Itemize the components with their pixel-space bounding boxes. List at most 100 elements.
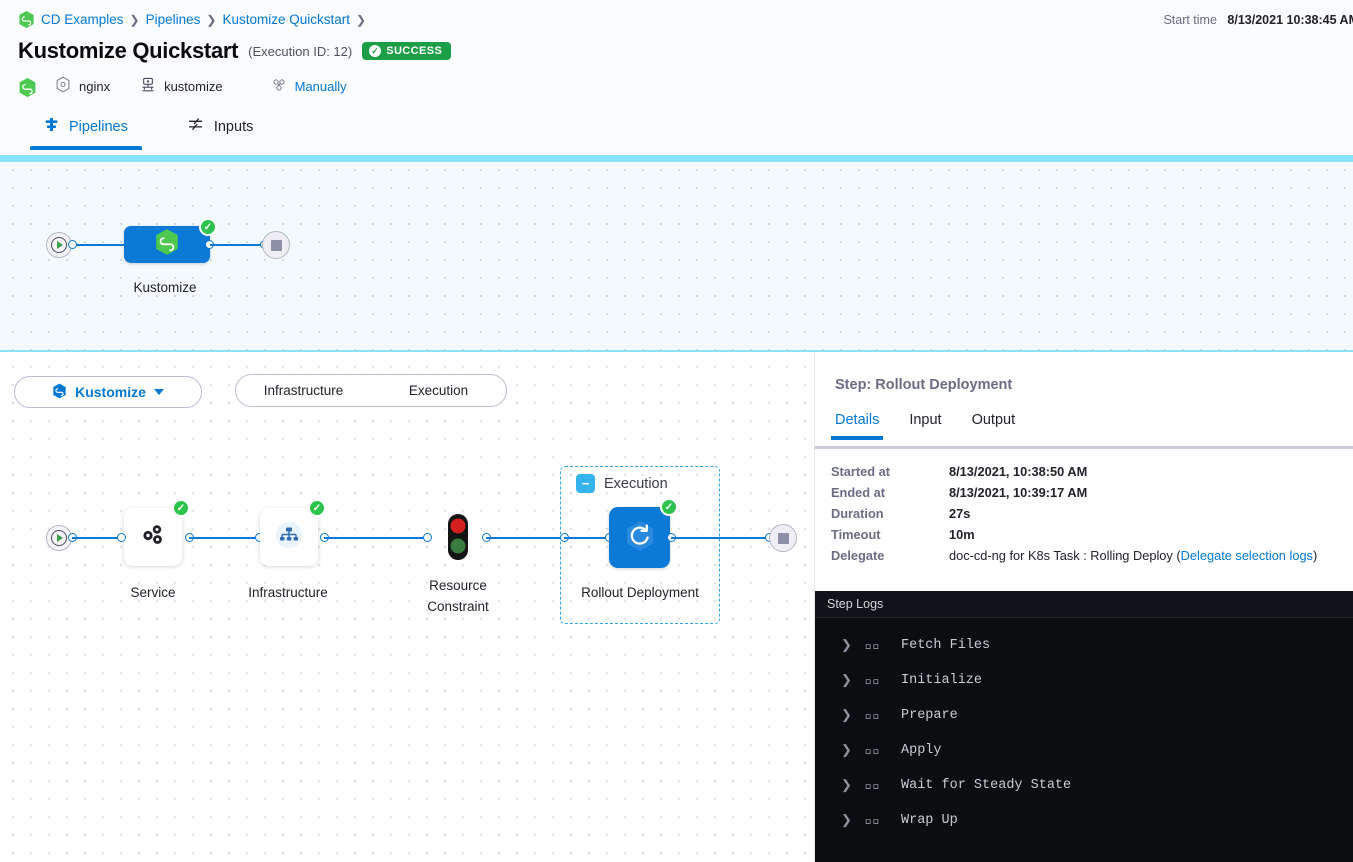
log-row[interactable]: ❯ ✓⃝ Apply	[815, 733, 1353, 768]
meta-service-label: nginx	[79, 78, 111, 94]
pipeline-stop-node[interactable]	[262, 231, 290, 259]
stage-node-infrastructure-label: Infrastructure	[248, 585, 328, 600]
log-row[interactable]: ❯ ✓⃝ Wait for Steady State	[815, 768, 1353, 803]
stage-edge-dot	[117, 533, 126, 542]
stage-node-rollout-deployment[interactable]: ✓	[609, 498, 678, 568]
detail-value: 8/13/2021, 10:38:50 AM	[949, 464, 1088, 479]
step-panel-title: Step: Rollout Deployment	[835, 377, 1013, 393]
status-success-icon: ✓	[308, 499, 326, 517]
stage-node-service[interactable]: ✓	[124, 499, 190, 566]
harness-hex-icon	[52, 383, 67, 402]
tab-details[interactable]: Details	[830, 412, 884, 440]
detail-row-delegate: Delegate doc-cd-ng for K8s Task : Rollin…	[831, 548, 1351, 563]
log-row[interactable]: ❯ ✓⃝ Prepare	[815, 698, 1353, 733]
chevron-right-icon[interactable]: ❯	[841, 708, 852, 723]
status-success-icon: ✓	[199, 218, 217, 236]
detail-key: Ended at	[831, 485, 886, 500]
detail-row-ended-at: Ended at 8/13/2021, 10:39:17 AM	[831, 485, 1351, 500]
chevron-right-icon[interactable]: ❯	[841, 743, 852, 758]
chevron-right-icon[interactable]: ❯	[841, 638, 852, 653]
start-icon	[51, 530, 67, 546]
meta-item-trigger[interactable]: Manually	[271, 77, 347, 96]
detail-row-duration: Duration 27s	[831, 506, 1351, 521]
delegate-selection-logs-link[interactable]: Delegate selection logs	[1180, 548, 1313, 563]
stage-node-resource-constraint-label: Resource Constraint	[427, 578, 489, 614]
segment-infrastructure[interactable]: Infrastructure	[263, 383, 344, 398]
stage-edge-dot	[423, 533, 432, 542]
log-row-label: Initialize	[901, 673, 983, 688]
tab-underline	[815, 446, 1353, 449]
stage-node-resource-constraint[interactable]	[447, 513, 469, 561]
stage-node-infrastructure[interactable]: ✓	[260, 499, 326, 566]
page-title: Kustomize Quickstart	[18, 38, 239, 63]
breadcrumb-chevron-icon: ❯	[129, 12, 140, 27]
breadcrumb-item-pipelines[interactable]: Pipelines	[145, 12, 201, 27]
log-row[interactable]: ❯ ✓⃝ Initialize	[815, 663, 1353, 698]
detail-row-started-at: Started at 8/13/2021, 10:38:50 AM	[831, 464, 1351, 479]
stage-selector-dropdown[interactable]: Kustomize	[14, 376, 202, 408]
tab-output[interactable]: Output	[971, 412, 1016, 428]
service-gears-icon	[138, 520, 168, 555]
service-hex-icon	[55, 76, 71, 96]
harness-hex-icon	[18, 77, 36, 97]
detail-key: Started at	[831, 464, 891, 479]
status-success-icon: ✓⃝	[865, 778, 881, 793]
log-row-label: Apply	[901, 743, 942, 758]
delegate-text-suffix: )	[1312, 548, 1318, 563]
status-success-icon: ✓	[172, 499, 190, 517]
log-row-label: Prepare	[901, 708, 958, 723]
tab-inputs-label: Inputs	[213, 118, 254, 135]
minus-icon[interactable]: −	[576, 474, 595, 493]
meta-item-service: nginx	[55, 76, 110, 96]
stage-canvas[interactable]	[0, 352, 814, 862]
start-time: Start time 8/13/2021 10:38:45 AM	[1163, 13, 1353, 27]
step-logs-list: ❯ ✓⃝ Fetch Files ❯ ✓⃝ Initialize ❯ ✓⃝ Pr…	[815, 618, 1353, 838]
meta-row: nginx kustomize	[18, 76, 347, 97]
detail-key: Duration	[831, 506, 884, 521]
start-icon	[51, 237, 67, 253]
log-row[interactable]: ❯ ✓⃝ Wrap Up	[815, 803, 1353, 838]
harness-hex-icon	[18, 10, 35, 29]
stage-stop-node[interactable]	[769, 524, 797, 552]
pipeline-icon	[44, 117, 59, 136]
pipeline-start-node[interactable]	[46, 232, 72, 258]
infrastructure-icon	[140, 77, 156, 96]
status-success-icon: ✓⃝	[865, 673, 881, 688]
detail-value: doc-cd-ng for K8s Task : Rolling Deploy …	[949, 548, 1317, 563]
tab-input[interactable]: Input	[909, 412, 942, 428]
status-badge: ✓ SUCCESS	[362, 42, 452, 60]
breadcrumb-item-kustomize-quickstart[interactable]: Kustomize Quickstart	[222, 12, 350, 27]
title-row: Kustomize Quickstart (Execution ID: 12) …	[18, 38, 452, 64]
step-logs-panel: Step Logs ❯ ✓⃝ Fetch Files ❯ ✓⃝ Initiali…	[815, 591, 1353, 862]
status-success-icon: ✓⃝	[865, 743, 881, 758]
chevron-right-icon[interactable]: ❯	[841, 778, 852, 793]
detail-value: 10m	[949, 527, 975, 542]
breadcrumb: CD Examples ❯ Pipelines ❯ Kustomize Quic…	[18, 10, 366, 29]
traffic-light-icon	[447, 514, 469, 565]
breadcrumb-item-cd-examples[interactable]: CD Examples	[41, 12, 124, 27]
log-row[interactable]: ❯ ✓⃝ Fetch Files	[815, 628, 1353, 663]
execution-group-box	[560, 466, 720, 624]
chevron-right-icon[interactable]: ❯	[841, 813, 852, 828]
chevron-right-icon[interactable]: ❯	[841, 673, 852, 688]
pipeline-stage-kustomize[interactable]: ✓	[124, 218, 217, 263]
tab-inputs[interactable]: Inputs	[174, 113, 268, 150]
tab-bar: Pipelines Inputs	[0, 113, 1353, 155]
pipeline-canvas[interactable]	[0, 155, 1353, 352]
stage-edge	[324, 537, 430, 539]
start-time-label: Start time	[1163, 13, 1217, 27]
stage-section-toggle: Infrastructure Execution	[235, 374, 507, 407]
tab-pipelines[interactable]: Pipelines	[30, 113, 142, 150]
status-badge-label: SUCCESS	[386, 45, 443, 57]
status-success-icon: ✓⃝	[865, 813, 881, 828]
trigger-manually-icon	[271, 77, 287, 96]
execution-group-label: Execution	[604, 475, 668, 492]
stage-edge	[72, 537, 126, 539]
detail-value: 27s	[949, 506, 971, 521]
detail-key: Delegate	[831, 548, 885, 563]
status-success-icon: ✓	[660, 498, 678, 516]
stop-icon	[777, 532, 789, 544]
segment-execution[interactable]: Execution	[408, 383, 469, 398]
meta-infrastructure-label: kustomize	[164, 78, 223, 94]
